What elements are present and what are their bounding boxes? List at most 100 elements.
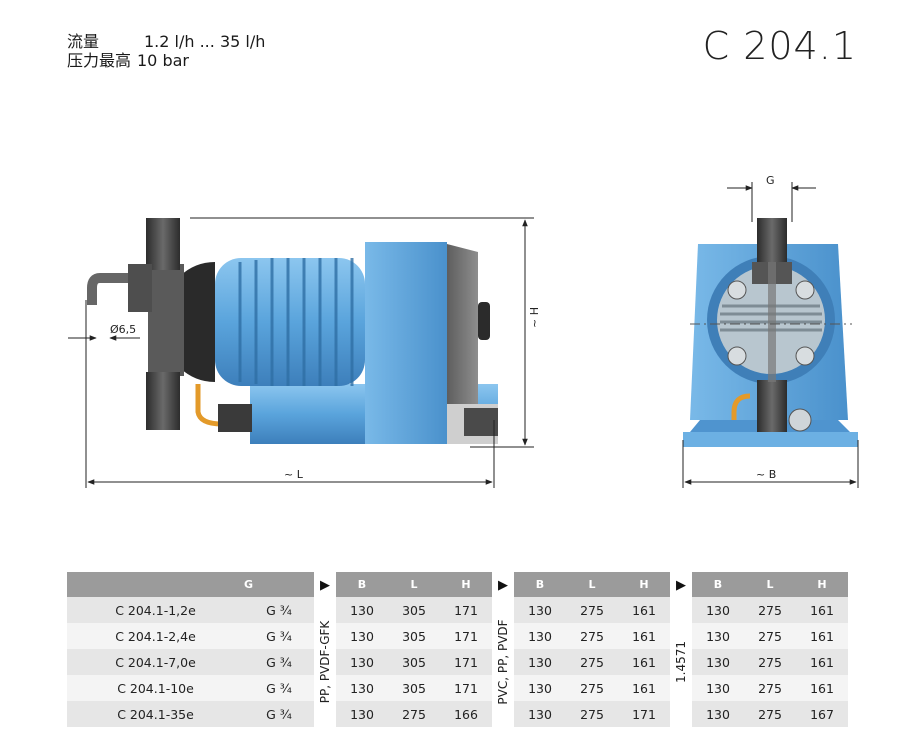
motor-housing [365, 242, 447, 444]
cell-h: 171 [440, 623, 492, 649]
front-bottom-fitting [757, 380, 787, 432]
row-name: C 204.1-10e [67, 675, 244, 701]
header-arrow-2: ▶ [492, 572, 514, 597]
control-knob [478, 302, 490, 340]
cell-l: 275 [744, 649, 796, 675]
row-g: G ¾ [244, 675, 314, 701]
header-b-3: B [692, 572, 744, 597]
dim-g: G [766, 174, 775, 187]
cell-l: 275 [744, 597, 796, 623]
header-h-1: H [440, 572, 492, 597]
pump-side-view [87, 218, 498, 444]
row-name: C 204.1-35e [67, 701, 244, 727]
cell-h: 161 [618, 675, 670, 701]
valve-body [128, 264, 152, 312]
cell-l: 305 [388, 675, 440, 701]
header-g: G [244, 572, 314, 597]
cell-h: 167 [796, 701, 848, 727]
dim-diameter: Ø6,5 [110, 323, 136, 336]
cell-b: 130 [336, 623, 388, 649]
material-1-label: PP, PVDF-GFK [318, 620, 332, 704]
header-l-1: L [388, 572, 440, 597]
cell-l: 275 [566, 623, 618, 649]
row-name: C 204.1-1,2e [67, 597, 244, 623]
cell-b: 130 [514, 623, 566, 649]
header-arrow-3: ▶ [670, 572, 692, 597]
material-2-label: PVC, PP, PVDF [496, 619, 510, 705]
cell-b: 130 [692, 623, 744, 649]
cell-l: 275 [566, 675, 618, 701]
header-b-1: B [336, 572, 388, 597]
bolt-3 [727, 346, 747, 366]
material-1: PP, PVDF-GFK [314, 597, 336, 727]
cell-b: 130 [692, 649, 744, 675]
cell-b: 130 [514, 701, 566, 727]
material-2: PVC, PP, PVDF [492, 597, 514, 727]
front-tube [731, 393, 751, 420]
spec-table: G ▶ B L H ▶ B L H ▶ B L H C 204.1-1,2e G… [67, 572, 848, 727]
material-3-label: 1.4571 [674, 641, 688, 683]
cell-b: 130 [692, 701, 744, 727]
rear-cap [447, 244, 478, 410]
cell-b: 130 [514, 597, 566, 623]
cell-b: 130 [336, 675, 388, 701]
model-title: C 204.1 [702, 24, 857, 68]
cell-h: 161 [618, 623, 670, 649]
bolt-1 [727, 280, 747, 300]
cell-b: 130 [336, 649, 388, 675]
center-rod [768, 262, 776, 382]
table-row: C 204.1-7,0e G ¾ 130 305 171 130 275 161… [67, 649, 848, 675]
pressure-value: 10 bar [137, 51, 189, 70]
dim-width: ~ B [756, 468, 776, 481]
cell-h: 161 [618, 597, 670, 623]
cell-b: 130 [692, 675, 744, 701]
row-g: G ¾ [244, 597, 314, 623]
side-dimensions [68, 217, 534, 488]
cell-b: 130 [514, 649, 566, 675]
cell-h: 161 [796, 623, 848, 649]
front-top-fitting [757, 218, 787, 268]
cell-l: 275 [566, 597, 618, 623]
material-3: 1.4571 [670, 597, 692, 727]
flow-label: 流量 [67, 32, 100, 51]
bolt-4 [795, 346, 815, 366]
pressure-row: 压力最高 10 bar [67, 51, 265, 70]
pressure-label: 压力最高 [67, 51, 132, 70]
cell-h: 161 [796, 675, 848, 701]
front-base [683, 432, 858, 447]
cell-h: 171 [618, 701, 670, 727]
cell-l: 275 [744, 675, 796, 701]
cell-l: 305 [388, 623, 440, 649]
cell-l: 305 [388, 597, 440, 623]
gland-rear [464, 408, 498, 436]
flow-row: 流量 1.2 l/h ... 35 l/h [67, 32, 265, 51]
cell-h: 161 [796, 597, 848, 623]
flange [180, 262, 215, 382]
header-arrow-1: ▶ [314, 572, 336, 597]
row-g: G ¾ [244, 701, 314, 727]
cell-l: 305 [388, 649, 440, 675]
cell-l: 275 [744, 623, 796, 649]
row-g: G ¾ [244, 649, 314, 675]
table-header-row: G ▶ B L H ▶ B L H ▶ B L H [67, 572, 848, 597]
header-l-2: L [566, 572, 618, 597]
table-row: C 204.1-35e G ¾ 130 275 166 130 275 171 … [67, 701, 848, 727]
front-dimensions [682, 182, 859, 488]
pump-head [148, 264, 184, 376]
table-row: C 204.1-2,4e G ¾ 130 305 171 130 275 161… [67, 623, 848, 649]
table-row: C 204.1-1,2e G ¾ PP, PVDF-GFK 130 305 17… [67, 597, 848, 727]
cell-h: 166 [440, 701, 492, 727]
arrow-icon: ▶ [320, 577, 330, 593]
cell-h: 171 [440, 597, 492, 623]
tube [195, 384, 223, 427]
header-h-2: H [618, 572, 670, 597]
header-l-3: L [744, 572, 796, 597]
front-knob [788, 408, 812, 432]
cell-b: 130 [514, 675, 566, 701]
cell-l: 275 [744, 701, 796, 727]
flow-value: 1.2 l/h ... 35 l/h [144, 32, 266, 51]
cell-b: 130 [336, 701, 388, 727]
cooling-fins [238, 258, 354, 386]
cell-l: 275 [566, 649, 618, 675]
arrow-icon: ▶ [676, 577, 686, 593]
